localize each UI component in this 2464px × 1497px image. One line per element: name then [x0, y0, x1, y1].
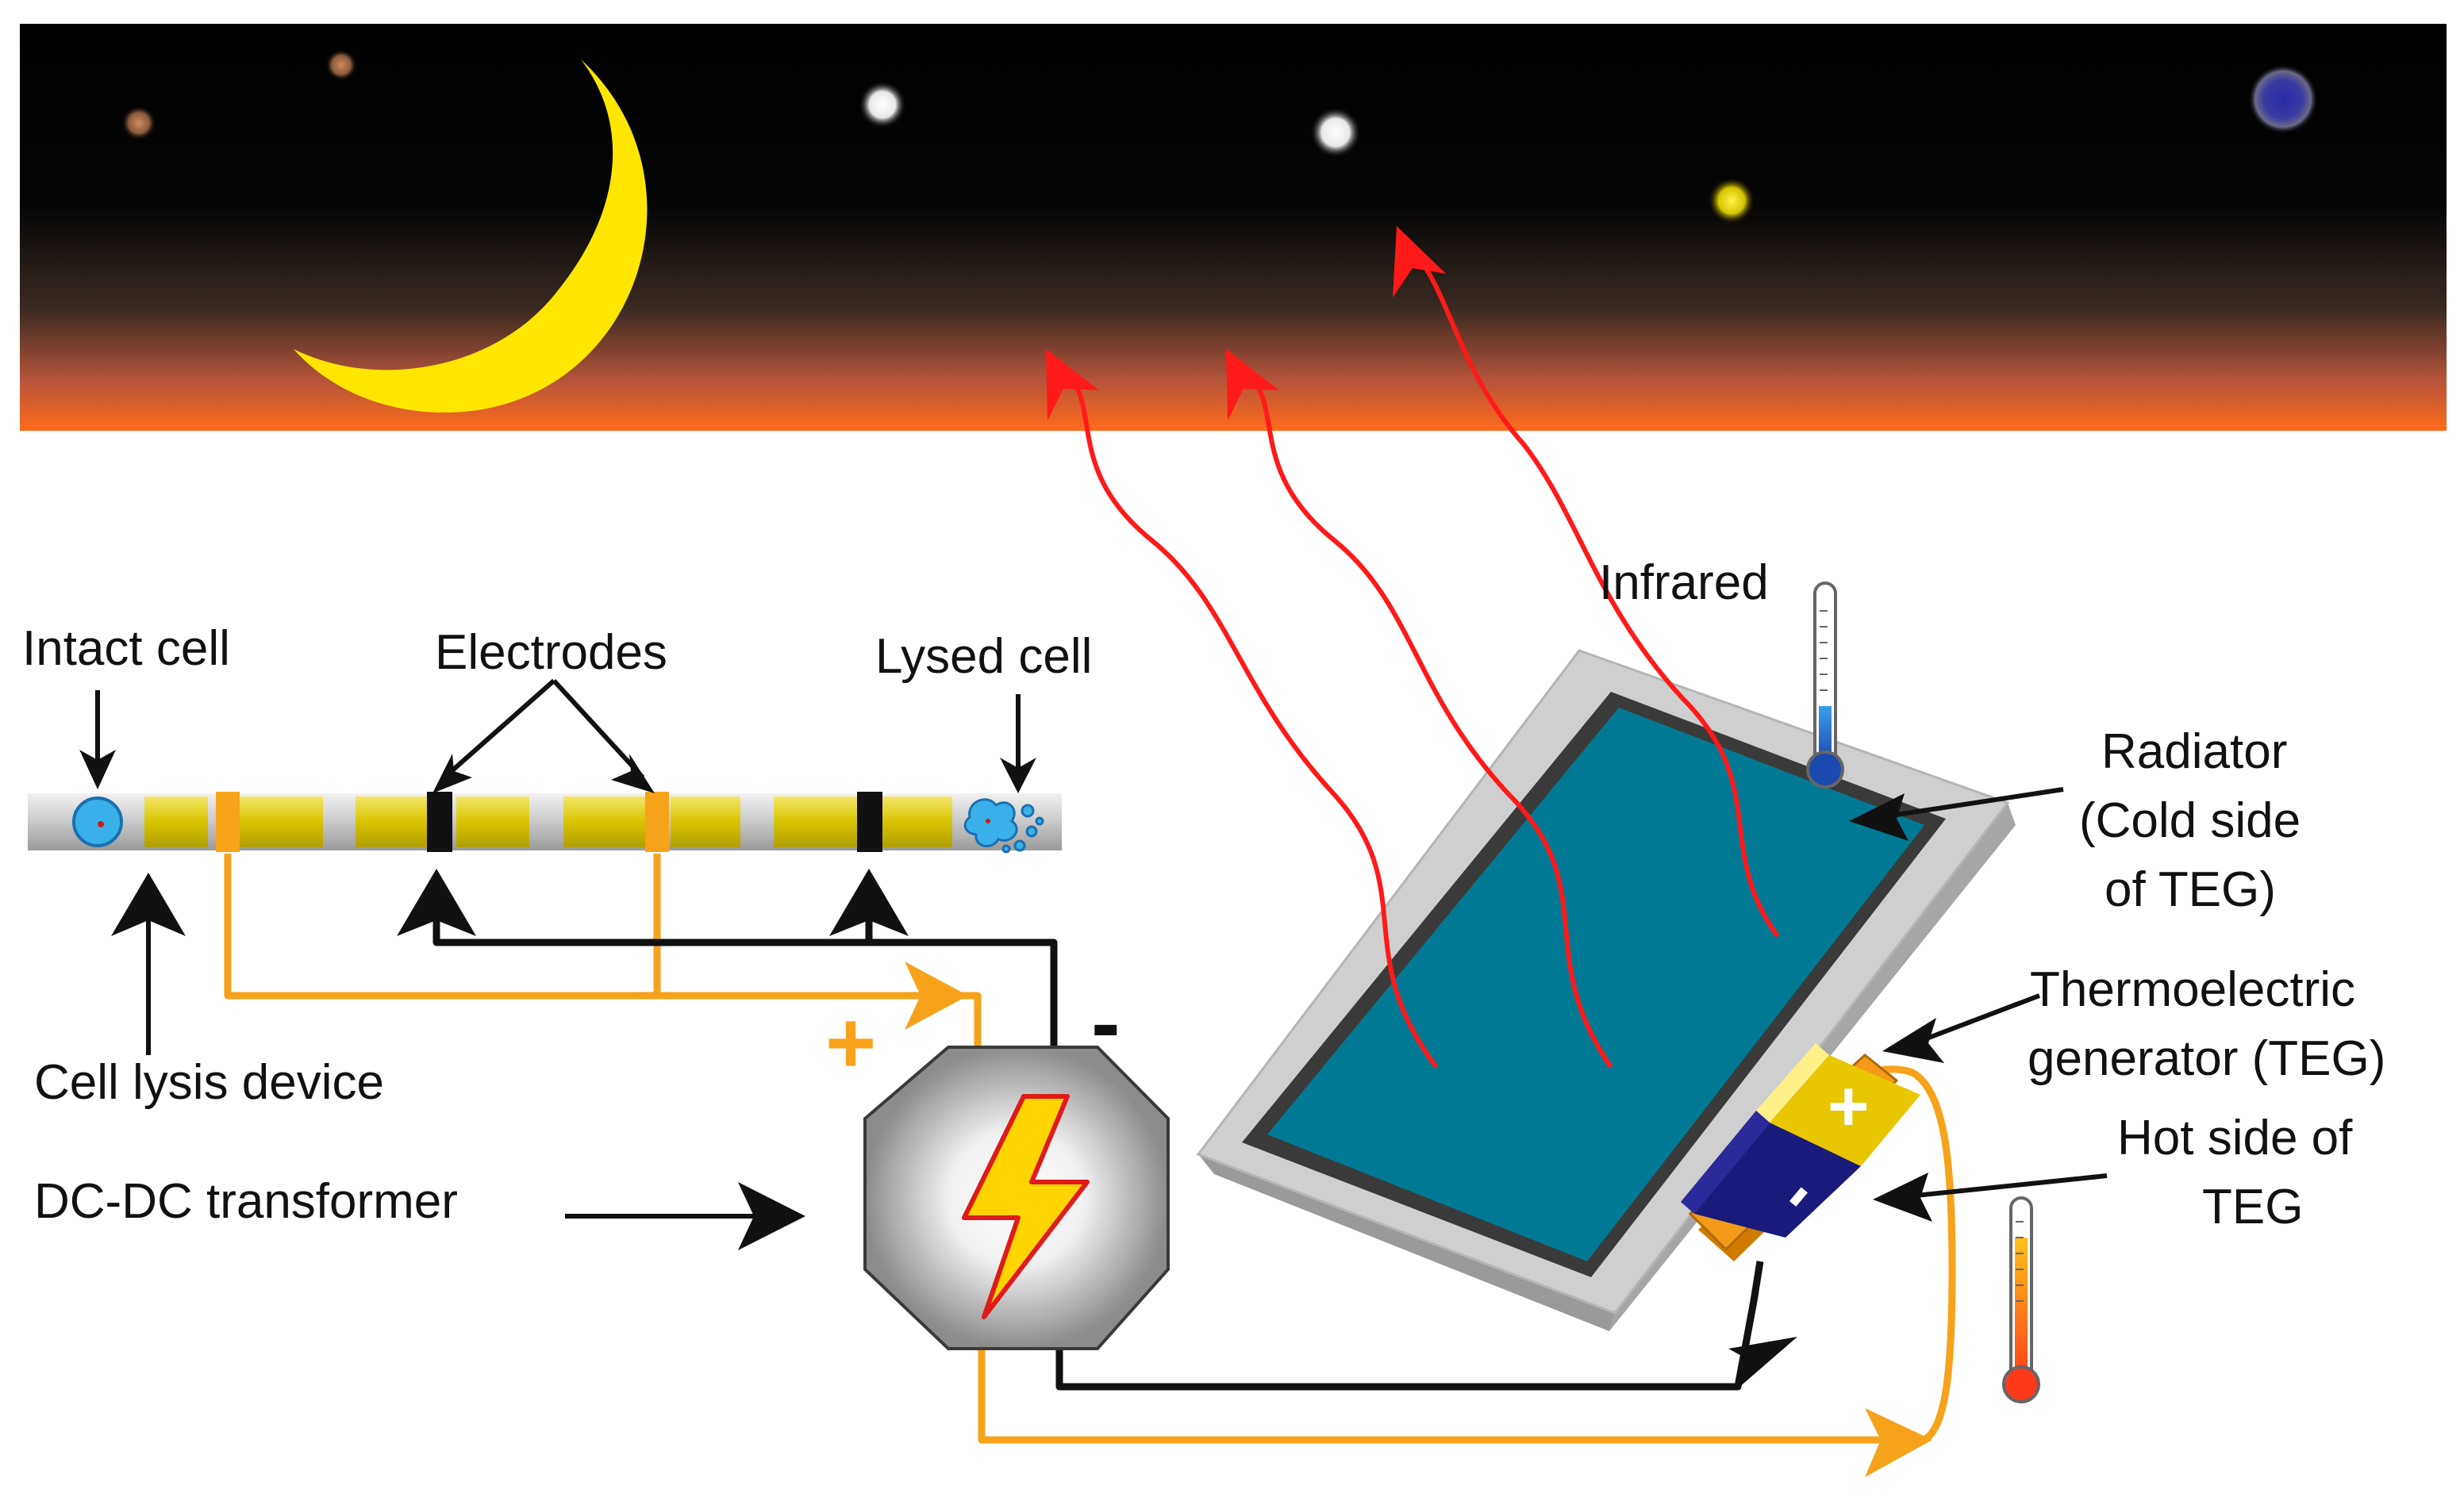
teg-negative-face [1681, 1111, 1770, 1214]
pointer-line [1919, 993, 2041, 1043]
positive-wire [224, 854, 960, 1000]
teg-positive-face [1756, 1043, 1829, 1123]
infrared-arrowheads [1046, 226, 1446, 420]
star [1310, 107, 1361, 158]
thermoelectric-generator: + - [1681, 1043, 1920, 1261]
arrowhead [905, 962, 968, 1030]
arrowhead [1226, 349, 1279, 420]
crescent-moon-icon [294, 59, 648, 413]
teg-label-line2: generator (TEG) [2028, 1031, 2385, 1086]
pointer-line [443, 678, 555, 780]
radiator-label-line2: (Cold side [2079, 793, 2301, 848]
lysed-cell-label: Lysed cell [875, 629, 1092, 684]
arrowhead [432, 754, 472, 793]
positive-wire [978, 1341, 1924, 1444]
radiator-panel [1267, 708, 1924, 1261]
positive-wire [960, 992, 982, 1046]
electrode-segment [881, 796, 952, 847]
star [859, 81, 906, 129]
cell-lysis-device-label: Cell lysis device [34, 1055, 384, 1110]
pointer-line [1880, 787, 2064, 820]
infrared-wave [1244, 370, 1613, 1069]
pointer-line [1908, 1173, 2108, 1199]
arrowhead [111, 873, 186, 936]
dc-dc-transformer-label: DC-DC transformer [34, 1174, 458, 1229]
intact-cell-label: Intact cell [22, 621, 230, 676]
electrode-segment [144, 796, 208, 847]
hot-side-label-line1: Hot side of [2117, 1111, 2353, 1165]
star [121, 106, 156, 140]
arrowhead [1865, 1408, 1932, 1477]
label-pointers [95, 678, 2108, 1219]
radiator [1196, 649, 2016, 1331]
hot-side-label-line2: TEG [2202, 1180, 2303, 1234]
negative-wire [1055, 1261, 1764, 1391]
arrowhead [1393, 226, 1446, 297]
electrode-segment [240, 796, 323, 847]
arrowhead [611, 754, 655, 793]
pointer-line [552, 678, 645, 780]
dc-dc-transformer [863, 1046, 1170, 1350]
negative-electrode [857, 792, 882, 852]
star [2248, 64, 2318, 134]
arrowhead [79, 750, 116, 789]
released-nucleus [986, 819, 990, 823]
arrowhead [1873, 1173, 1932, 1222]
arrowhead [1000, 758, 1036, 793]
negative-terminal-sign: - [1091, 974, 1121, 1072]
radiator-label-line1: Radiator [2101, 724, 2287, 779]
intact-cell-icon [72, 796, 123, 847]
negative-electrode [427, 792, 452, 852]
infrared-arrows [1063, 252, 1780, 1069]
star [325, 49, 357, 81]
arrowhead [1849, 793, 1909, 841]
thermometer-hot-icon [2002, 1196, 2040, 1403]
infrared-label: Infrared [1599, 555, 1769, 610]
negative-wire [432, 889, 1058, 1047]
teg-positive-block [1770, 1055, 1920, 1166]
arrowhead [1728, 1337, 1797, 1388]
arrowhead [829, 869, 909, 936]
electrode-segment [456, 796, 529, 847]
infrared-wave [1414, 252, 1780, 938]
star [1708, 177, 1755, 225]
arrowhead [1882, 1018, 1944, 1063]
arrowhead [397, 869, 476, 936]
electrode-segment [671, 796, 740, 847]
electrode-segment [774, 796, 857, 847]
lightning-bolt-icon [962, 1094, 1090, 1319]
teg-negative-block [1694, 1123, 1861, 1238]
electrode-segment [356, 796, 429, 847]
cell-lysis-device [28, 792, 1062, 854]
electrode-segment [563, 796, 647, 847]
teg-plus-sign: + [1828, 1067, 1870, 1146]
wire-arrowheads [397, 869, 1932, 1477]
arrowhead [738, 1182, 805, 1250]
teg-label-line1: Thermoelectric [2030, 962, 2355, 1017]
positive-terminal-sign: + [825, 994, 876, 1092]
positive-electrode [645, 792, 669, 852]
arrowhead [1046, 349, 1099, 420]
radiator-label-line3: of TEG) [2105, 862, 2276, 917]
positive-electrode [216, 792, 240, 852]
lysed-cell-icon [963, 798, 1044, 854]
electrodes-label: Electrodes [435, 625, 667, 680]
thermometer-cold-icon [1806, 582, 1844, 789]
infrared-wave [1063, 370, 1439, 1069]
radiator-frame-edge [1198, 1154, 1615, 1331]
label-pointer-heads [79, 750, 1944, 1250]
cell-nucleus [98, 821, 104, 827]
